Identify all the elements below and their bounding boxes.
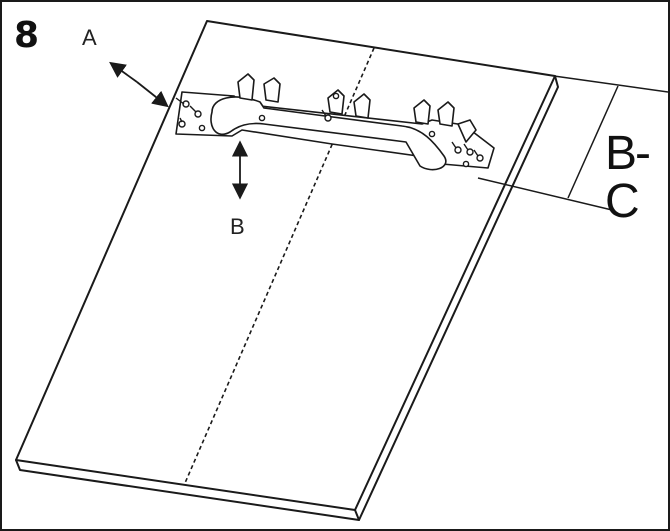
callout-a-arrow	[109, 61, 138, 83]
step-number: 8	[14, 15, 40, 56]
dimension-lines	[477, 75, 668, 211]
panel-board	[15, 20, 559, 521]
screws	[178, 92, 484, 168]
mounting-bracket	[175, 73, 495, 171]
callout-b-label: B	[230, 214, 245, 239]
dimension-label: B-C	[605, 127, 651, 228]
callout-a-label: A	[82, 25, 97, 50]
